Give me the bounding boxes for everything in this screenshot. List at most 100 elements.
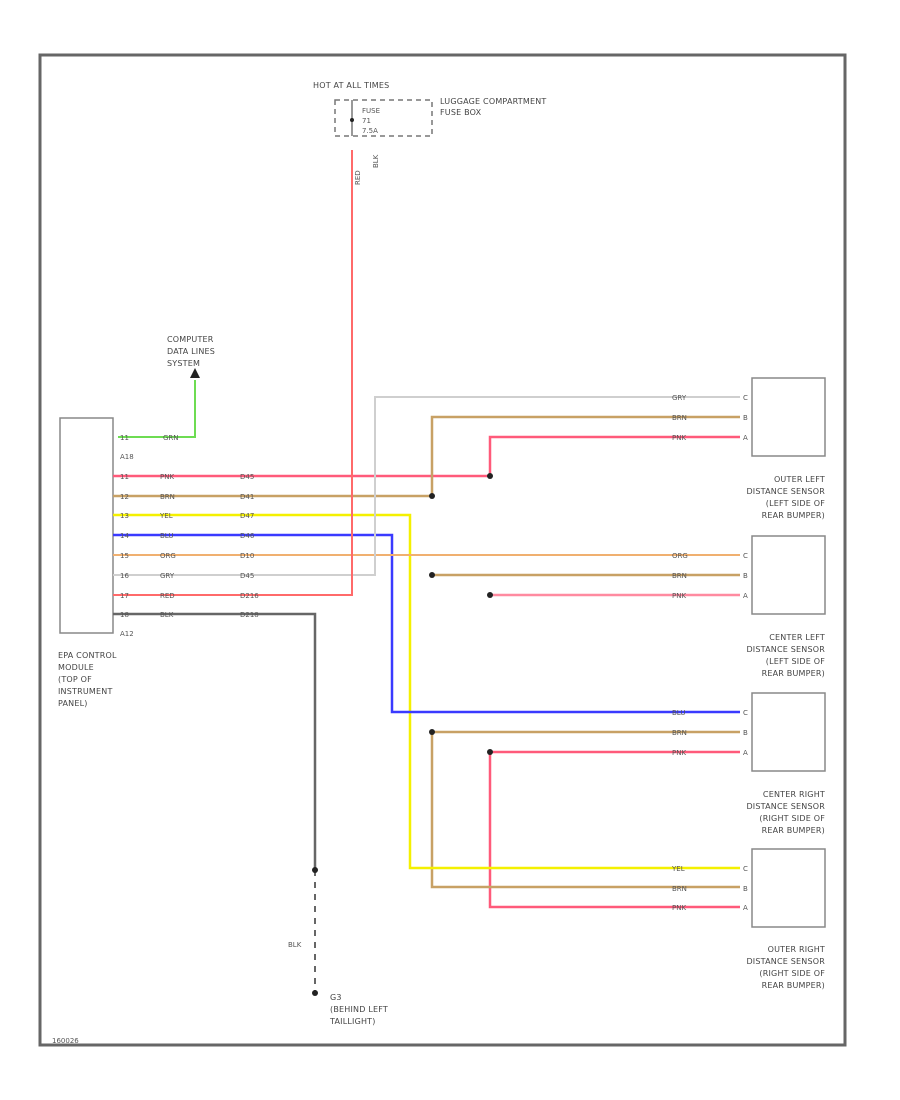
sensor-label: DISTANCE SENSOR [746, 802, 825, 811]
ground-wire-color: BLK [288, 941, 302, 949]
sensor-label: DISTANCE SENSOR [746, 957, 825, 966]
wire-color-label: BRN [672, 572, 687, 580]
sensor-pin-label: C [743, 394, 748, 402]
sensor-pin-label: A [743, 434, 748, 442]
pin-circuit-label: D216 [240, 592, 259, 600]
sensor-label: OUTER LEFT [774, 475, 825, 484]
wire-data-lines-grn [118, 380, 196, 438]
pin-label: 14 [120, 532, 129, 540]
fuse-wire-left-color: RED [354, 170, 362, 185]
wire-pnk-outer-right [488, 752, 740, 909]
splice-pnk-3 [487, 749, 493, 755]
pin-color-label: BLK [160, 611, 174, 619]
data-lines-pin: 11 [120, 434, 129, 442]
wire-brn-outer-right [430, 732, 740, 889]
pin-circuit-label: D47 [240, 512, 254, 520]
sensor-pin-label: C [743, 865, 748, 873]
sensor-pin-label: B [743, 729, 748, 737]
diagram-border [38, 53, 847, 1047]
pin-circuit-label: D46 [240, 532, 255, 540]
wire-color-label: BRN [672, 885, 687, 893]
pin-color-label: ORG [160, 552, 176, 560]
data-lines-wire-color: GRN [163, 434, 179, 442]
ground-label-2: TAILLIGHT) [329, 1017, 376, 1026]
wire-yel [113, 513, 740, 870]
pin-label: 13 [120, 512, 129, 520]
fuse-wire-right-color: BLK [372, 154, 380, 168]
fuse-name: FUSE [362, 107, 380, 115]
wire-color-label: PNK [672, 904, 686, 912]
sensor-center-left [751, 535, 826, 615]
ground-connector-top [312, 867, 318, 873]
sensor-center-right [751, 692, 826, 772]
pin-color-label: RED [160, 592, 175, 600]
pin-label: 11 [120, 473, 129, 481]
wire-blu [113, 533, 740, 714]
module-connector-top: A18 [120, 453, 134, 461]
pin-label: 16 [120, 572, 129, 580]
module-label-2: MODULE [58, 663, 94, 672]
sensor-pin-label: B [743, 414, 748, 422]
fuse-hot-label: HOT AT ALL TIMES [313, 81, 389, 90]
pin-label: 17 [120, 592, 129, 600]
pin-circuit-label: D45 [240, 473, 254, 481]
pin-color-label: GRY [160, 572, 175, 580]
module-label-4: INSTRUMENT [58, 687, 113, 696]
module-connector-bottom: A12 [120, 630, 134, 638]
epa-control-module [59, 417, 114, 634]
wire-pnk-outer-left [488, 435, 740, 476]
footer-code: 160026 [52, 1037, 79, 1045]
wire-color-label: PNK [672, 749, 686, 757]
splice-brn-3 [429, 729, 435, 735]
sensor-outer-left [751, 377, 826, 457]
pin-label: 15 [120, 552, 129, 560]
wire-color-label: YEL [671, 865, 685, 873]
fuse-contact [350, 118, 354, 122]
wire-color-label: PNK [672, 434, 686, 442]
sensor-label: CENTER RIGHT [763, 790, 825, 799]
pin-circuit-label: D10 [240, 552, 254, 560]
sensor-pin-label: C [743, 552, 748, 560]
fuse-rating: 7.5A [362, 127, 378, 135]
fuse-box-outline [334, 99, 433, 137]
ground-id: G3 [330, 993, 342, 1002]
sensor-pin-label: A [743, 749, 748, 757]
sensor-pin-label: C [743, 709, 748, 717]
wire-blk [113, 612, 317, 870]
sensor-label: DISTANCE SENSOR [746, 645, 825, 654]
data-lines-label-1: COMPUTER [167, 335, 214, 344]
module-label-1: EPA CONTROL [58, 651, 117, 660]
pin-color-label: PNK [160, 473, 174, 481]
sensor-label: CENTER LEFT [769, 633, 825, 642]
pin-circuit-label: D45 [240, 572, 254, 580]
wire-gry [113, 396, 740, 576]
module-pin-labels: 11 PNK D45 12 BRN D41 13 YEL D47 14 BLU … [120, 473, 259, 619]
wire-color-label: BLU [672, 709, 685, 717]
data-lines-label-2: DATA LINES [167, 347, 215, 356]
wire-color-label: GRY [672, 394, 687, 402]
wire-color-label: BRN [672, 414, 687, 422]
fuse-number: 71 [362, 117, 371, 125]
sensor-label: REAR BUMPER) [762, 826, 825, 835]
module-label-5: PANEL) [58, 699, 88, 708]
sensor-label: OUTER RIGHT [768, 945, 825, 954]
sensor-label: REAR BUMPER) [762, 981, 825, 990]
sensor-label: DISTANCE SENSOR [746, 487, 825, 496]
module-label-3: (TOP OF [58, 675, 92, 684]
sensor-label: REAR BUMPER) [762, 511, 825, 520]
sensor-outer-right [751, 848, 826, 928]
sensor-label: (RIGHT SIDE OF [759, 969, 825, 978]
splice-pnk-1 [487, 473, 493, 479]
sensor-pin-label: A [743, 592, 748, 600]
splice-brn-2 [429, 572, 435, 578]
pin-color-label: BRN [160, 493, 175, 501]
data-lines-label-3: SYSTEM [167, 359, 200, 368]
pin-circuit-label: D218 [240, 611, 259, 619]
sensor-pin-label: A [743, 904, 748, 912]
fuse-box-label-2: FUSE BOX [440, 108, 482, 117]
fuse-box-label-1: LUGGAGE COMPARTMENT [440, 97, 547, 106]
splice-pnk-2 [487, 592, 493, 598]
pin-circuit-label: D41 [240, 493, 254, 501]
wire-brn-outer-left [430, 415, 740, 496]
